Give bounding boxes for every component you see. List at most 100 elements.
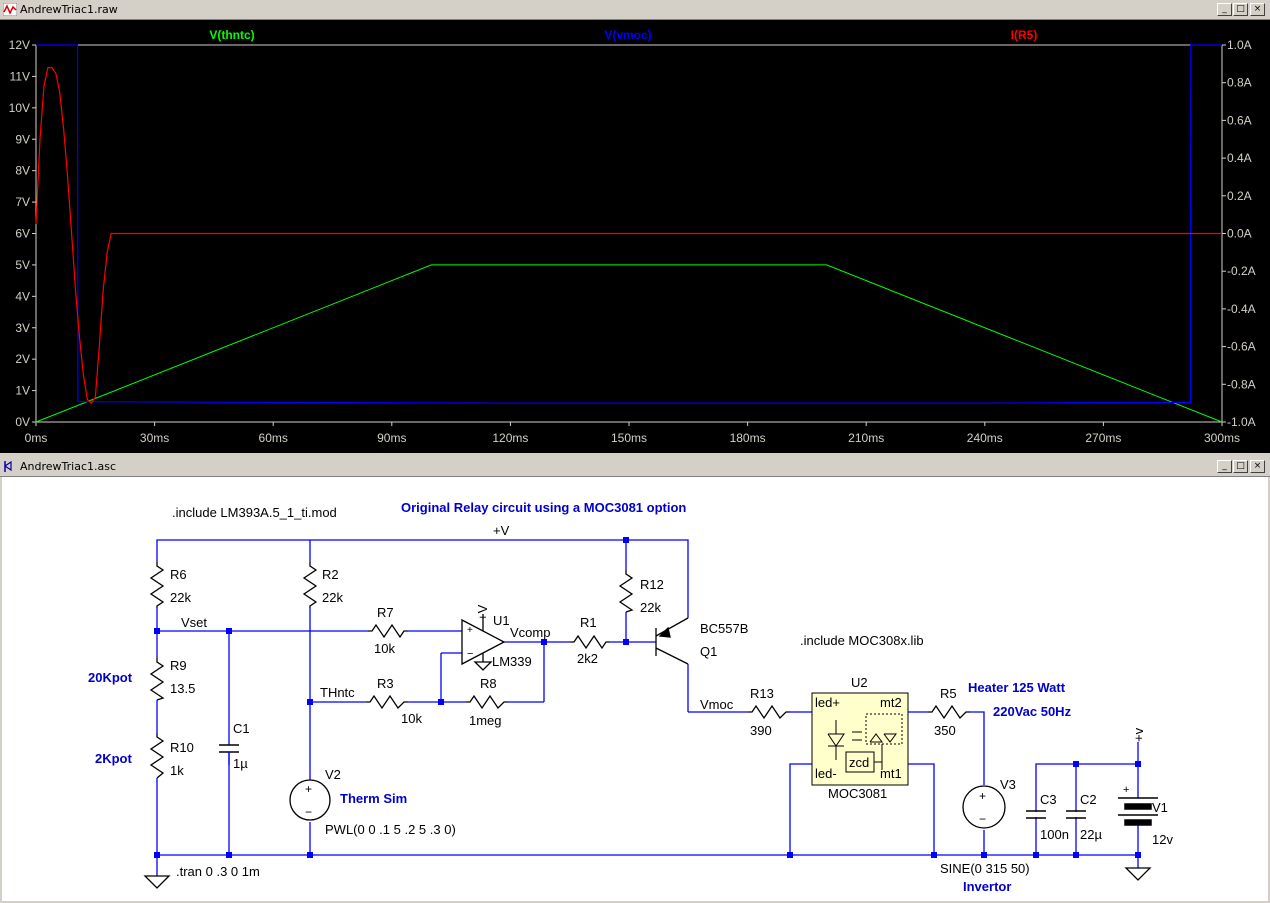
- capacitors: [219, 744, 1086, 819]
- r6-value[interactable]: 22k: [170, 590, 191, 605]
- right-tick-label: -0.8A: [1227, 377, 1256, 391]
- right-tick-label: 0.8A: [1227, 76, 1252, 90]
- c3-name[interactable]: C3: [1040, 792, 1057, 807]
- u1-value[interactable]: LM339: [492, 654, 532, 669]
- r9-symbol: [149, 658, 165, 701]
- waveform-minimize-button[interactable]: _: [1217, 3, 1232, 16]
- tran-directive[interactable]: .tran 0 .3 0 1m: [176, 864, 260, 879]
- u2-pin-led-plus: led+: [815, 695, 840, 710]
- svg-text:−: −: [979, 812, 986, 826]
- waveform-window-title: AndrewTriac1.raw: [20, 3, 118, 16]
- r5-value[interactable]: 350: [934, 723, 956, 738]
- r1-symbol: [570, 634, 610, 650]
- r9-value[interactable]: 13.5: [170, 681, 195, 696]
- pot2-annotation[interactable]: 2Kpot: [95, 751, 133, 766]
- schematic-minimize-button[interactable]: _: [1217, 460, 1232, 473]
- u1-name[interactable]: U1: [493, 613, 510, 628]
- r7-name[interactable]: R7: [377, 605, 394, 620]
- pot20-annotation[interactable]: 20Kpot: [88, 670, 133, 685]
- v1-value[interactable]: 12v: [1152, 832, 1173, 847]
- v2-value[interactable]: PWL(0 0 .1 5 .2 5 .3 0): [325, 822, 456, 837]
- include-moc-directive[interactable]: .include MOC308x.lib: [800, 633, 924, 648]
- r5-name[interactable]: R5: [940, 686, 957, 701]
- r10-name[interactable]: R10: [170, 740, 194, 755]
- schematic-canvas[interactable]: + − + − + − +: [2, 477, 1268, 901]
- right-axis: 1.0A0.8A0.6A0.4A0.2A0.0A-0.2A-0.4A-0.6A-…: [1222, 38, 1256, 429]
- right-tick-label: 0.4A: [1227, 151, 1252, 165]
- net-vset[interactable]: Vset: [181, 615, 207, 630]
- x-tick-label: 60ms: [259, 431, 288, 445]
- net-vmoc[interactable]: Vmoc: [700, 697, 734, 712]
- u2-value[interactable]: MOC3081: [828, 786, 887, 801]
- right-tick-label: -0.6A: [1227, 340, 1256, 354]
- q1-name[interactable]: Q1: [700, 644, 717, 659]
- net-vplus[interactable]: +V: [493, 523, 510, 538]
- r2-value[interactable]: 22k: [322, 590, 343, 605]
- v3-name[interactable]: V3: [1000, 777, 1016, 792]
- net-vcomp[interactable]: Vcomp: [510, 625, 550, 640]
- r8-value[interactable]: 1meg: [469, 713, 502, 728]
- r5-symbol: [928, 704, 970, 720]
- u2-zcd-label: zcd: [849, 755, 869, 770]
- u1-opamp-symbol: [461, 614, 506, 671]
- r3-name[interactable]: R3: [377, 676, 394, 691]
- waveform-close-button[interactable]: ×: [1250, 3, 1265, 16]
- r13-value[interactable]: 390: [750, 723, 772, 738]
- v1-name[interactable]: V1: [1152, 800, 1168, 815]
- schematic-app-icon: [4, 460, 12, 472]
- c3-value[interactable]: 100n: [1040, 827, 1069, 842]
- schematic-close-button[interactable]: ×: [1250, 460, 1265, 473]
- r8-name[interactable]: R8: [480, 676, 497, 691]
- r1-name[interactable]: R1: [580, 615, 597, 630]
- r13-name[interactable]: R13: [750, 686, 774, 701]
- r1-value[interactable]: 2k2: [577, 651, 598, 666]
- r6-name[interactable]: R6: [170, 567, 187, 582]
- u2-pin-mt1: mt1: [880, 766, 902, 781]
- waveform-plot[interactable]: V(thntc) V(vmoc) I(R5) 12V11V10V9V8V7V6V…: [0, 20, 1270, 453]
- waveform-restore-button[interactable]: □: [1233, 3, 1248, 16]
- legend-ir5[interactable]: I(R5): [1011, 28, 1038, 42]
- c1-value[interactable]: 1µ: [233, 756, 248, 771]
- right-tick-label: -1.0A: [1227, 415, 1256, 429]
- v3-value[interactable]: SINE(0 315 50): [940, 861, 1030, 876]
- left-tick-label: 11V: [10, 69, 30, 83]
- voltage-sources: [289, 779, 1006, 829]
- schematic-restore-button[interactable]: □: [1233, 460, 1248, 473]
- r9-name[interactable]: R9: [170, 658, 187, 673]
- svg-text:+: +: [1123, 784, 1129, 796]
- v2-label[interactable]: Therm Sim: [340, 791, 407, 806]
- wires: [156, 539, 1139, 876]
- r7-symbol: [368, 623, 408, 639]
- r12-name[interactable]: R12: [640, 577, 664, 592]
- net-vbat[interactable]: +v: [1131, 727, 1146, 742]
- svg-text:+: +: [305, 782, 312, 796]
- circuit-comment[interactable]: Original Relay circuit using a MOC3081 o…: [401, 500, 686, 515]
- r3-value[interactable]: 10k: [401, 711, 422, 726]
- c2-name[interactable]: C2: [1080, 792, 1097, 807]
- r2-name[interactable]: R2: [322, 567, 339, 582]
- r12-value[interactable]: 22k: [640, 600, 661, 615]
- net-thntc[interactable]: THntc: [320, 685, 355, 700]
- r7-value[interactable]: 10k: [374, 641, 395, 656]
- left-tick-label: 6V: [15, 227, 30, 241]
- right-tick-label: -0.2A: [1227, 264, 1256, 278]
- legend-vthntc[interactable]: V(thntc): [209, 28, 254, 42]
- v2-name[interactable]: V2: [325, 767, 341, 782]
- heater-annotation[interactable]: Heater 125 Watt: [968, 680, 1066, 695]
- x-tick-label: 30ms: [140, 431, 169, 445]
- right-tick-label: -0.4A: [1227, 302, 1256, 316]
- legend-vvmoc[interactable]: V(vmoc): [604, 28, 651, 42]
- q1-value[interactable]: BC557B: [700, 621, 748, 636]
- u2-name[interactable]: U2: [851, 675, 868, 690]
- c1-name[interactable]: C1: [233, 721, 250, 736]
- x-tick-label: 240ms: [967, 431, 1003, 445]
- left-tick-label: 1V: [15, 384, 30, 398]
- mains-annotation[interactable]: 220Vac 50Hz: [993, 704, 1072, 719]
- trace-ir5: [35, 66, 1222, 405]
- left-tick-label: 5V: [15, 258, 30, 272]
- v3-label[interactable]: Invertor: [963, 879, 1011, 894]
- u1-minus-sign: −: [467, 648, 473, 660]
- r10-value[interactable]: 1k: [170, 763, 184, 778]
- include-lm-directive[interactable]: .include LM393A.5_1_ti.mod: [172, 505, 337, 520]
- c2-value[interactable]: 22µ: [1080, 827, 1102, 842]
